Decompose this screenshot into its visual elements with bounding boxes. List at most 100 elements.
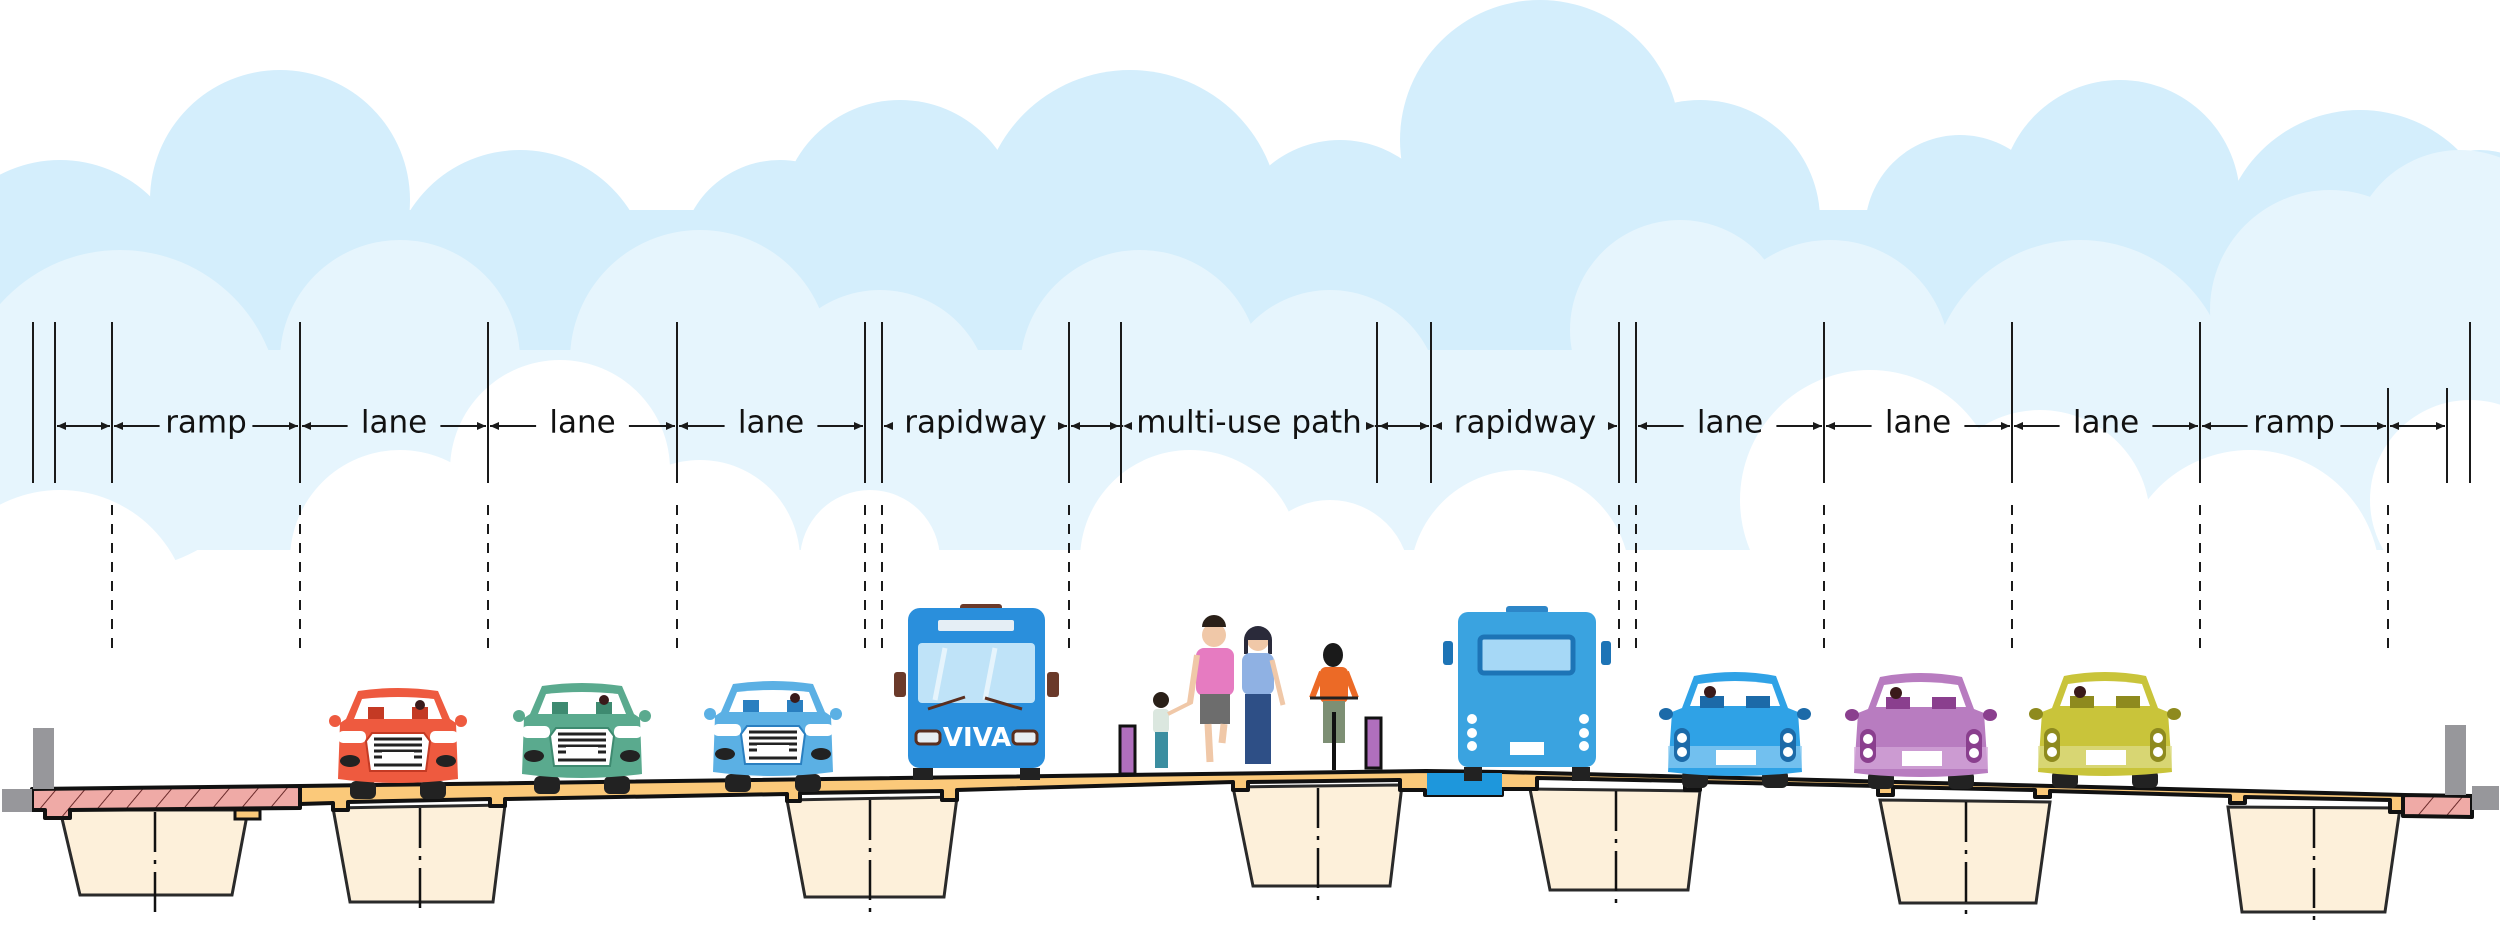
- section-label: ramp: [165, 405, 247, 441]
- arrowhead: [1379, 422, 1388, 430]
- car-green: [513, 683, 651, 794]
- license-plate: [2086, 750, 2126, 765]
- pedestrian-child: [1153, 692, 1193, 768]
- arrowhead: [1071, 422, 1080, 430]
- arrowhead: [57, 422, 66, 430]
- section-label: lane: [1697, 405, 1763, 441]
- headlight: [713, 724, 741, 736]
- section-label: lane: [738, 405, 804, 441]
- pedestrian-woman: [1242, 626, 1286, 764]
- section-label: lane: [2073, 405, 2139, 441]
- bus-taillights: [1467, 714, 1589, 751]
- arrowhead: [289, 422, 298, 430]
- bus-wheel: [1020, 768, 1040, 780]
- bus-windshield: [918, 643, 1035, 703]
- arrowhead: [1420, 422, 1429, 430]
- bus-wheel: [913, 768, 933, 780]
- arrowhead: [302, 422, 311, 430]
- girder-3: [785, 795, 959, 899]
- arrowhead: [1608, 422, 1617, 430]
- dimension-lines: [32, 322, 2471, 648]
- bus-brand-label: VIVA: [943, 723, 1011, 753]
- dimension-labels: ramp lane lane lane rapidway multi-use path ra…: [165, 405, 2335, 441]
- bus-headlight-right: [1011, 729, 1039, 746]
- windshield: [729, 690, 817, 712]
- arrowhead: [114, 422, 123, 430]
- rapidway-joint: [1427, 773, 1502, 795]
- bus-license-plate: [1510, 742, 1544, 755]
- wheel: [420, 781, 446, 799]
- bus-mirror-right: [1047, 672, 1059, 697]
- arrowhead: [854, 422, 863, 430]
- headlight: [338, 731, 366, 743]
- windshield: [354, 697, 442, 719]
- left-ramp-slab: [30, 784, 302, 820]
- arrowhead: [2202, 422, 2211, 430]
- headlight: [805, 724, 833, 736]
- arrowhead: [1058, 422, 1067, 430]
- section-label: lane: [1885, 405, 1951, 441]
- wheel: [795, 774, 821, 792]
- section-label: multi-use path: [1136, 405, 1362, 441]
- wheel: [604, 776, 630, 794]
- section-label: lane: [361, 405, 427, 441]
- arrowhead: [2390, 422, 2399, 430]
- car-blue-front: [704, 681, 842, 792]
- bus-wheel: [1464, 767, 1482, 781]
- arrowhead: [2001, 422, 2010, 430]
- left-barrier-base: [2, 789, 32, 812]
- headlight: [522, 726, 550, 738]
- cyclist: [1309, 643, 1359, 770]
- section-label: rapidway: [904, 405, 1046, 441]
- arrowhead: [1813, 422, 1822, 430]
- left-ramp-bearing: [233, 808, 262, 821]
- bus-destination-sign: [938, 620, 1014, 631]
- arrowhead: [2014, 422, 2023, 430]
- bus-front: VIVA: [894, 604, 1059, 780]
- car-red: [329, 688, 467, 799]
- car-yellow: [2029, 672, 2181, 788]
- wheel: [534, 776, 560, 794]
- arrowhead: [2377, 422, 2386, 430]
- arrowhead: [101, 422, 110, 430]
- arrowhead: [490, 422, 499, 430]
- arrowhead: [1366, 422, 1375, 430]
- wheel: [350, 781, 376, 799]
- bus-rear: [1443, 606, 1611, 781]
- bus-headlight-left: [914, 729, 942, 746]
- section-label: ramp: [2253, 405, 2335, 441]
- arrowhead: [477, 422, 486, 430]
- arrowhead: [666, 422, 675, 430]
- bridge-deck: [2, 725, 2499, 821]
- bollard-right: [1364, 716, 1383, 770]
- right-ramp-slab: [2401, 793, 2474, 819]
- section-label: rapidway: [1454, 405, 1596, 441]
- arrowhead: [1638, 422, 1647, 430]
- bus-wheel: [1572, 767, 1590, 781]
- arrowhead: [1433, 422, 1442, 430]
- bus-rear-window: [1477, 634, 1576, 676]
- arrowhead: [679, 422, 688, 430]
- arrowhead: [1826, 422, 1835, 430]
- right-barrier-post: [2445, 725, 2466, 795]
- bus-mirror-right: [1601, 641, 1611, 665]
- bus-mirror-left: [1443, 641, 1453, 665]
- license-plate: [1716, 750, 1756, 765]
- car-blue-rear: [1659, 672, 1811, 788]
- headlight: [614, 726, 642, 738]
- section-label: lane: [549, 405, 615, 441]
- bollard-left: [1118, 724, 1137, 776]
- arrowhead: [884, 422, 893, 430]
- arrowhead: [2436, 422, 2445, 430]
- windshield: [538, 692, 626, 714]
- girder-2: [331, 803, 507, 904]
- car-purple: [1845, 673, 1997, 789]
- right-barrier-base: [2472, 786, 2499, 810]
- bus-mirror-left: [894, 672, 906, 697]
- girder-centerlines: [153, 788, 2316, 922]
- arrowhead: [1123, 422, 1132, 430]
- headlight: [430, 731, 458, 743]
- wheel: [725, 774, 751, 792]
- left-barrier-post: [33, 728, 54, 789]
